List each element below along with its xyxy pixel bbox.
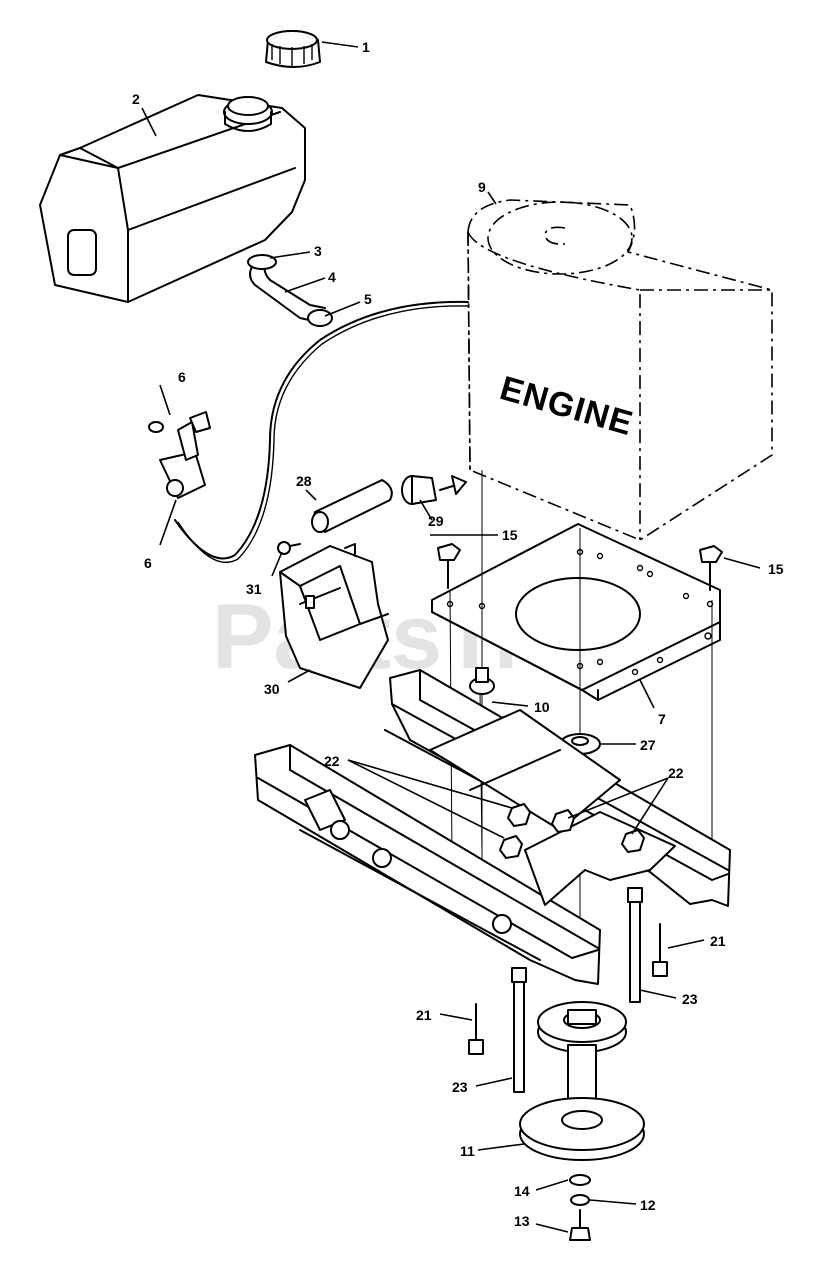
callout-2: 2 <box>132 91 140 107</box>
callout-9: 9 <box>478 179 486 195</box>
callout-21-right: 21 <box>710 933 726 949</box>
callout-22-right: 22 <box>668 765 684 781</box>
nut-22a <box>507 803 531 827</box>
throttle-cable <box>174 300 469 560</box>
nut-22d <box>621 829 645 853</box>
bolt-15-left <box>437 543 461 589</box>
throttle-control <box>148 411 211 499</box>
callout-12: 12 <box>640 1197 656 1213</box>
nut-22b <box>499 835 523 859</box>
callout-15-right: 15 <box>768 561 784 577</box>
hose-clamp-upper <box>247 254 277 270</box>
callout-3: 3 <box>314 243 322 259</box>
engine-label: ENGINE <box>496 369 638 443</box>
engine-outline: ENGINE <box>467 199 773 541</box>
callout-23-left: 23 <box>452 1079 468 1095</box>
callout-23-right: 23 <box>682 991 698 1007</box>
control-box <box>279 543 389 689</box>
callout-21-left: 21 <box>416 1007 432 1023</box>
callout-7: 7 <box>658 711 666 727</box>
callout-10: 10 <box>534 699 550 715</box>
throttle-screw <box>148 421 164 433</box>
rod-23-left <box>511 967 527 1093</box>
callout-13: 13 <box>514 1213 530 1229</box>
callout-5: 5 <box>364 291 372 307</box>
fuel-tank <box>39 94 306 303</box>
callouts: 1 2 3 4 5 6 6 7 9 10 11 12 13 14 15 15 2… <box>132 39 784 1229</box>
callout-6-bottom: 6 <box>144 555 152 571</box>
rod-23-right <box>627 887 643 1003</box>
engine-mounting-plate <box>431 523 721 701</box>
bolt-10 <box>469 667 495 695</box>
callout-6-top: 6 <box>178 369 186 385</box>
callout-31: 31 <box>246 581 262 597</box>
frame-bolts <box>330 820 512 934</box>
callout-29: 29 <box>428 513 444 529</box>
callout-22-left: 22 <box>324 753 340 769</box>
washer-14 <box>569 1174 591 1186</box>
nut-22c <box>551 809 575 833</box>
bolt-21-right <box>652 923 668 977</box>
leader-lines <box>141 41 761 1233</box>
fuel-cap <box>265 30 321 68</box>
frame-rail-left <box>254 744 601 985</box>
callout-28: 28 <box>296 473 312 489</box>
callout-15-left: 15 <box>502 527 518 543</box>
bolt-13 <box>569 1209 591 1241</box>
fuel-line-assembly <box>247 254 333 327</box>
lower-pulley-11 <box>519 1097 645 1161</box>
frame-crossmember <box>429 709 621 831</box>
lock-washer-12 <box>570 1194 590 1206</box>
callout-14: 14 <box>514 1183 530 1199</box>
bolt-15-right <box>699 545 723 591</box>
callout-27: 27 <box>640 737 656 753</box>
fitting-29 <box>401 475 467 505</box>
hose-clamp-lower <box>307 309 333 327</box>
callout-30: 30 <box>264 681 280 697</box>
callout-4: 4 <box>328 269 336 285</box>
upper-pulley <box>537 1001 627 1053</box>
bolt-21-left <box>468 1003 484 1055</box>
screw-31 <box>277 541 301 555</box>
callout-1: 1 <box>362 39 370 55</box>
callout-11: 11 <box>460 1143 475 1159</box>
hose-28 <box>311 479 393 533</box>
